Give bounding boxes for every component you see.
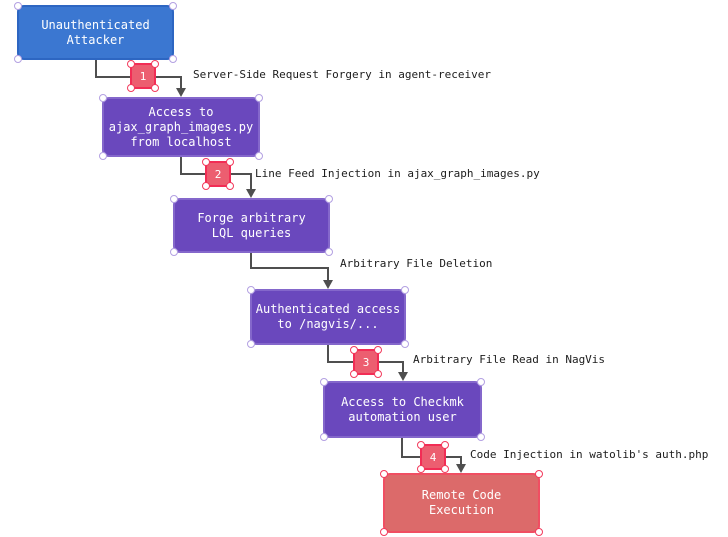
selection-handle[interactable]: [477, 378, 485, 386]
node-text: Remote Code Execution: [422, 488, 501, 518]
selection-handle[interactable]: [320, 433, 328, 441]
connector-segment: [250, 173, 252, 189]
selection-handle[interactable]: [441, 465, 449, 473]
badge-number: 3: [362, 355, 370, 369]
edge-label-5: Code Injection in watolib's auth.php: [470, 448, 709, 461]
selection-handle[interactable]: [255, 152, 263, 160]
node-text: Authenticated access to /nagvis/...: [256, 302, 401, 332]
node-forge-lql-queries[interactable]: Forge arbitrary LQL queries: [170, 195, 333, 256]
selection-handle[interactable]: [247, 286, 255, 294]
node-text: Access to Checkmk automation user: [341, 395, 464, 425]
step-badge-1[interactable]: 1: [127, 60, 159, 92]
step-badge-4[interactable]: 4: [417, 441, 449, 473]
selection-handle[interactable]: [151, 84, 159, 92]
selection-handle[interactable]: [170, 248, 178, 256]
selection-handle[interactable]: [14, 2, 22, 10]
step-badge-3[interactable]: 3: [350, 346, 382, 378]
connector-segment: [180, 157, 182, 175]
node-text-line: Unauthenticated: [41, 17, 150, 32]
selection-handle[interactable]: [380, 470, 388, 478]
edge-label-4: Arbitrary File Read in NagVis: [413, 353, 606, 366]
connector-segment: [95, 60, 97, 77]
node-authenticated-nagvis-access[interactable]: Authenticated access to /nagvis/...: [247, 286, 409, 348]
selection-handle[interactable]: [169, 55, 177, 63]
node-text-line: to /nagvis/...: [277, 317, 379, 331]
selection-handle[interactable]: [202, 182, 210, 190]
step-badge-2[interactable]: 2: [202, 158, 234, 190]
badge-number: 2: [214, 167, 222, 181]
arrowhead-icon: [398, 372, 408, 381]
selection-handle[interactable]: [169, 2, 177, 10]
selection-handle[interactable]: [417, 465, 425, 473]
selection-handle[interactable]: [226, 182, 234, 190]
connector-segment: [250, 253, 252, 269]
edge-label-3: Arbitrary File Deletion: [340, 257, 493, 270]
node-text: Unauthenticated Attacker: [41, 18, 149, 48]
selection-handle[interactable]: [127, 84, 135, 92]
node-unauthenticated-attacker[interactable]: Unauthenticated Attacker: [14, 2, 177, 63]
node-text-line: Access to Checkmk: [341, 394, 464, 409]
selection-handle[interactable]: [374, 346, 382, 354]
arrowhead-icon: [246, 189, 256, 198]
selection-handle[interactable]: [170, 195, 178, 203]
connector-segment: [327, 345, 329, 363]
node-remote-code-execution[interactable]: Remote Code Execution: [380, 470, 543, 536]
node-text-line: LQL queries: [211, 225, 292, 240]
node-text-line: from localhost: [130, 134, 232, 149]
node-text-line: Forge arbitrary: [197, 210, 306, 225]
selection-handle[interactable]: [247, 340, 255, 348]
selection-handle[interactable]: [14, 55, 22, 63]
connector-segment: [401, 438, 403, 458]
selection-handle[interactable]: [320, 378, 328, 386]
connector-segment: [402, 361, 404, 372]
selection-handle[interactable]: [350, 370, 358, 378]
node-text-line: ajax_graph_images.py: [108, 119, 254, 134]
node-text-line: Access to: [148, 104, 214, 119]
edge-label-1: Server-Side Request Forgery in agent-rec…: [193, 68, 492, 81]
selection-handle[interactable]: [374, 370, 382, 378]
selection-handle[interactable]: [99, 94, 107, 102]
node-text-line: automation user: [348, 409, 457, 424]
selection-handle[interactable]: [417, 441, 425, 449]
node-checkmk-automation-user[interactable]: Access to Checkmk automation user: [320, 378, 485, 441]
arrowhead-icon: [456, 464, 466, 473]
node-text-line: Execution: [428, 503, 494, 517]
node-text: Forge arbitrary LQL queries: [197, 211, 305, 241]
selection-handle[interactable]: [477, 433, 485, 441]
node-access-ajax-graph-images[interactable]: Access to ajax_graph_images.py from loca…: [99, 94, 263, 160]
connector-segment: [250, 267, 329, 269]
selection-handle[interactable]: [401, 340, 409, 348]
badge-number: 1: [139, 69, 147, 83]
selection-handle[interactable]: [380, 528, 388, 536]
arrowhead-icon: [323, 280, 333, 289]
selection-handle[interactable]: [151, 60, 159, 68]
selection-handle[interactable]: [401, 286, 409, 294]
edge-label-2: Line Feed Injection in ajax_graph_images…: [255, 167, 540, 180]
connector-segment: [180, 76, 182, 88]
node-text-line: Authenticated access: [255, 302, 401, 316]
node-text-line: Attacker: [66, 32, 125, 47]
selection-handle[interactable]: [202, 158, 210, 166]
selection-handle[interactable]: [535, 528, 543, 536]
selection-handle[interactable]: [226, 158, 234, 166]
selection-handle[interactable]: [535, 470, 543, 478]
badge-number: 4: [429, 450, 437, 464]
node-text: Access to ajax_graph_images.py from loca…: [109, 105, 254, 150]
selection-handle[interactable]: [325, 248, 333, 256]
selection-handle[interactable]: [99, 152, 107, 160]
connector-segment: [460, 456, 462, 464]
selection-handle[interactable]: [441, 441, 449, 449]
selection-handle[interactable]: [255, 94, 263, 102]
selection-handle[interactable]: [325, 195, 333, 203]
arrowhead-icon: [176, 88, 186, 97]
selection-handle[interactable]: [127, 60, 135, 68]
connector-segment: [327, 267, 329, 280]
selection-handle[interactable]: [350, 346, 358, 354]
node-text-line: Remote Code: [421, 488, 502, 502]
